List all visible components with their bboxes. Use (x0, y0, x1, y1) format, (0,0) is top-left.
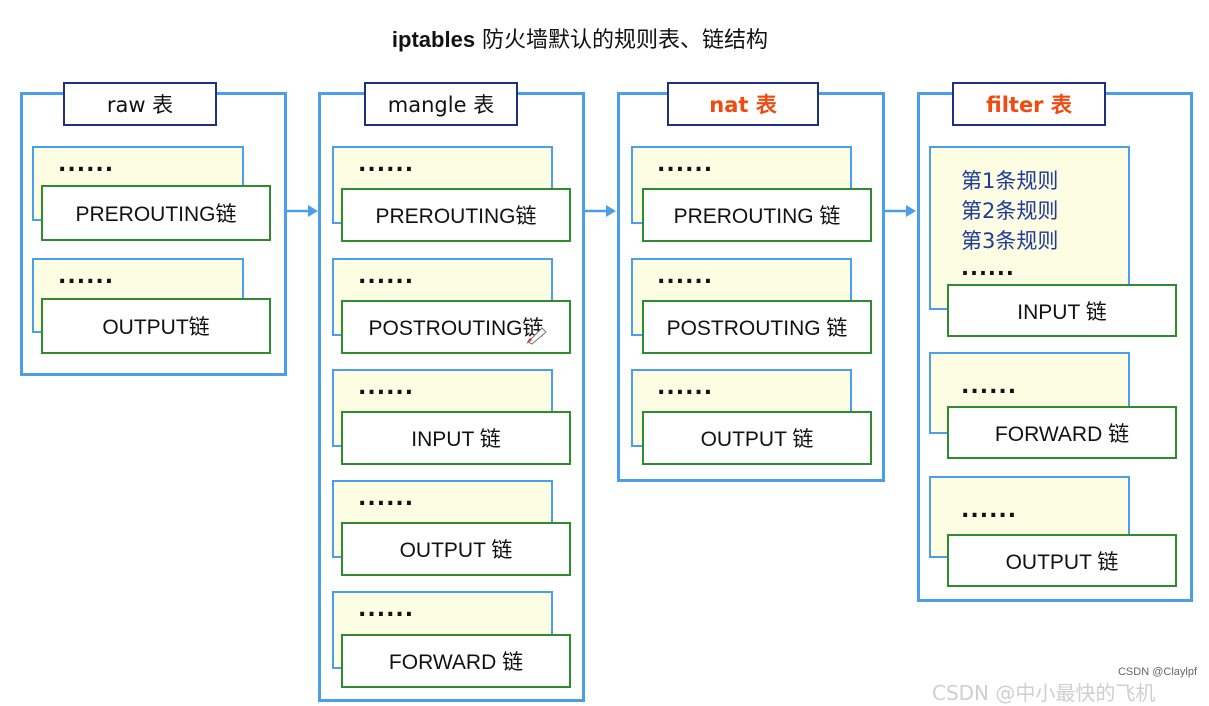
rule-list: 第1条规则 第2条规则 第3条规则 ...... (961, 166, 1058, 280)
chain-mangle-forward: FORWARD 链 (341, 634, 571, 688)
table-mangle-title: mangle 表 (364, 82, 518, 126)
chain-raw-prerouting: PREROUTING链 (41, 185, 271, 241)
ellipsis: ...... (58, 264, 115, 289)
chain-filter-output: OUTPUT 链 (947, 534, 1177, 587)
chain-mangle-output: OUTPUT 链 (341, 522, 571, 576)
ellipsis: ...... (358, 152, 415, 177)
chain-filter-input: INPUT 链 (947, 284, 1177, 337)
arrow-raw-to-mangle (286, 205, 318, 217)
watermark-faded: CSDN @中小最快的飞机 (932, 681, 1156, 705)
chain-mangle-input: INPUT 链 (341, 411, 571, 465)
pen-cursor-icon (526, 327, 547, 345)
ellipsis: ...... (657, 375, 714, 400)
chain-mangle-prerouting: PREROUTING链 (341, 188, 571, 242)
ellipsis: ...... (961, 256, 1015, 280)
watermark: CSDN @Claylpf (1117, 666, 1197, 678)
chain-nat-postrouting: POSTROUTING 链 (642, 300, 872, 354)
chain-filter-forward: FORWARD 链 (947, 406, 1177, 459)
ellipsis: ...... (358, 486, 415, 511)
ellipsis: ...... (358, 375, 415, 400)
chain-nat-prerouting: PREROUTING 链 (642, 188, 872, 242)
rule-item: 第2条规则 (961, 199, 1059, 223)
ellipsis: ...... (58, 152, 115, 177)
title-text: 防火墙默认的规则表、链结构 (475, 28, 769, 53)
ellipsis: ...... (358, 264, 415, 289)
table-nat-title: nat 表 (667, 82, 819, 126)
ellipsis: ...... (657, 152, 714, 177)
arrow-mangle-to-nat (584, 205, 616, 217)
chain-raw-output: OUTPUT链 (41, 298, 271, 354)
chain-nat-output: OUTPUT 链 (642, 411, 872, 465)
rule-item: 第1条规则 (961, 169, 1059, 193)
table-filter-title: filter 表 (952, 82, 1106, 126)
rule-item: 第3条规则 (961, 229, 1059, 253)
title-bold: iptables (391, 27, 476, 52)
arrow-nat-to-filter (884, 205, 916, 217)
ellipsis: ...... (961, 498, 1018, 523)
ellipsis: ...... (358, 597, 415, 622)
diagram-title: iptables 防火墙默认的规则表、链结构 (0, 22, 1160, 54)
table-raw-title: raw 表 (63, 82, 217, 126)
chain-mangle-postrouting: POSTROUTING链 (341, 300, 571, 354)
ellipsis: ...... (961, 374, 1018, 399)
ellipsis: ...... (657, 264, 714, 289)
